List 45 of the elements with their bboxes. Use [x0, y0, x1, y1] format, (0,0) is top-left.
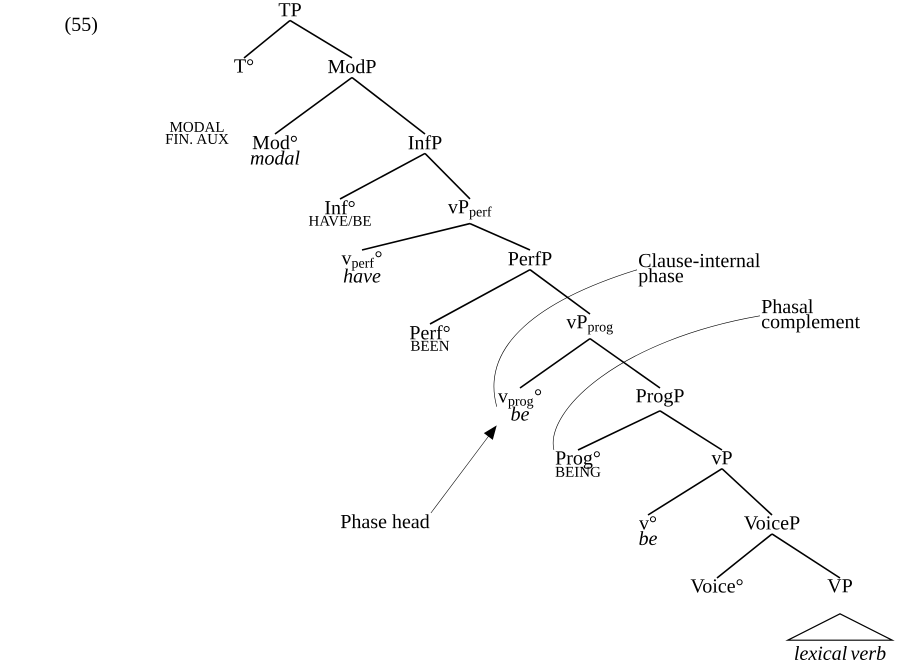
example-number: (55): [65, 16, 97, 36]
branch-line: [772, 533, 840, 579]
category-label: MODAL FIN. AUX: [166, 122, 229, 144]
tree-node-label: v° be: [639, 516, 657, 546]
tree-node-label: vP: [711, 451, 732, 464]
annotation-label: Phasal complement: [762, 299, 860, 332]
branch-line: [590, 338, 660, 389]
annotation-label: Clause-internal phase: [638, 253, 760, 286]
tree-node-label: vP$_{prog}$: [566, 315, 613, 334]
tree-node-label: Voice°: [690, 579, 743, 593]
leader-line: [494, 270, 638, 407]
branch-line: [352, 76, 426, 135]
branch-line: [290, 20, 352, 59]
tree-node-label: Prog° BEING: [556, 451, 600, 477]
branch-line: [424, 152, 471, 200]
tree-node-label: PerfP: [508, 251, 552, 266]
branch-line: [470, 222, 530, 251]
branch-line: [648, 468, 722, 516]
tree-node-label: VoiceP: [744, 516, 800, 530]
tree-node-label: ModP: [328, 59, 376, 74]
branch-line: [362, 222, 470, 251]
branch-line: [520, 338, 590, 389]
tree-node-label: Mod° modal: [250, 135, 300, 165]
tree-node-label: v$_{prog}$° be: [498, 389, 542, 421]
tree-node-label: T°: [234, 59, 254, 72]
branch-line: [430, 268, 530, 325]
tree-node-label: InfP: [408, 135, 442, 150]
tree-node-label: VP: [827, 579, 852, 593]
branch-line: [721, 468, 773, 516]
tree-node-label: Inf° HAVE/BE: [308, 200, 371, 226]
tree-node-label: ProgP: [636, 389, 684, 407]
category-label: lexical verb: [794, 646, 886, 660]
tree-node-label: Perf° BEEN: [410, 325, 450, 351]
branch-line: [578, 410, 660, 451]
branch-line: [274, 76, 352, 135]
tree-node-label: TP: [278, 3, 301, 16]
annotation-label: Phase head: [340, 514, 430, 528]
tree-node-label: v$_{perf}$° have: [342, 251, 382, 283]
branch-line: [716, 533, 772, 579]
leader-line: [553, 316, 760, 450]
branch-line: [340, 152, 426, 200]
branch-line: [244, 20, 290, 59]
tree-node-label: vP$_{perf}$: [448, 200, 492, 220]
branch-line: [530, 269, 590, 315]
branch-line: [660, 410, 722, 451]
